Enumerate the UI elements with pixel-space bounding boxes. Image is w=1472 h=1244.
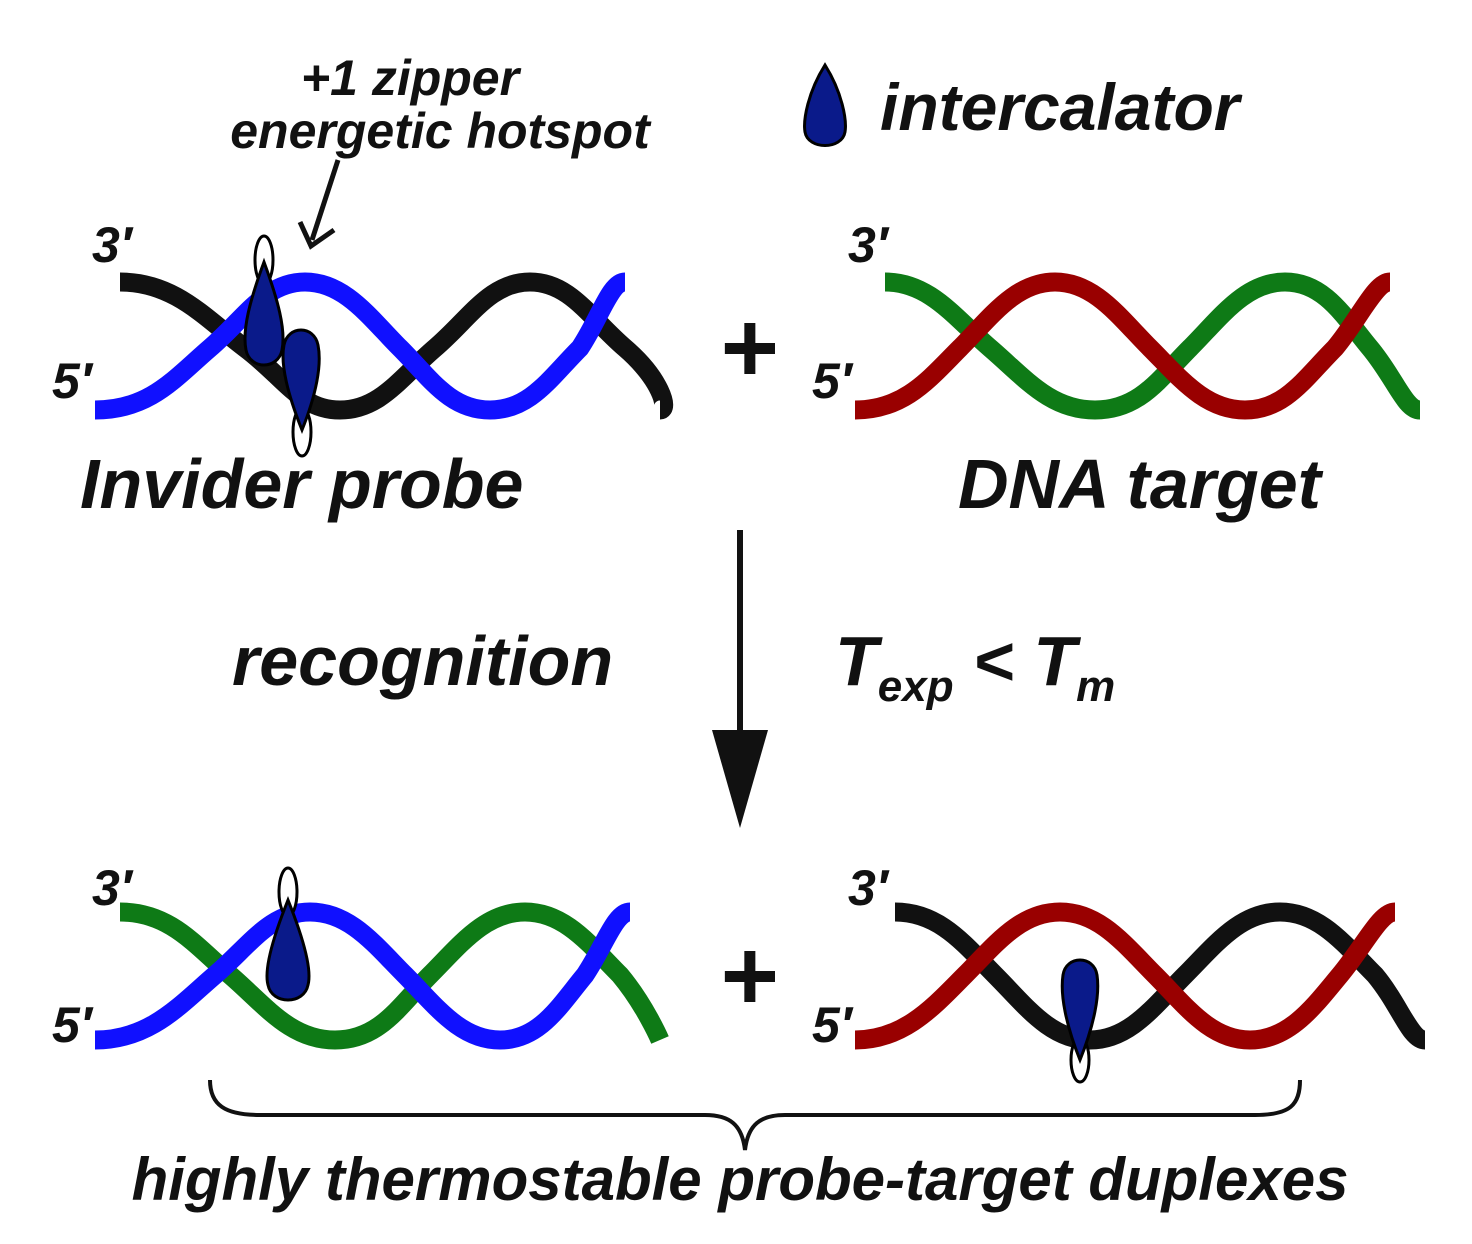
target-strand-green [884, 272, 1422, 420]
invider-probe-duplex: 3′ 5′ Invider probe [52, 217, 674, 523]
bottom-right-strand-red [854, 902, 1397, 1050]
probe-strand-blue [94, 272, 628, 420]
hotspot-label-line1: +1 zipper [301, 50, 522, 106]
bottom-left-strand-blue [94, 902, 633, 1050]
intercalator-icon [1060, 958, 1100, 1065]
dna-target-duplex: 3′ 5′ DNA target [812, 217, 1422, 523]
intercalator-legend-icon [803, 62, 847, 147]
intercalator-icon [281, 328, 321, 435]
target-strand-red [854, 272, 1393, 420]
reaction-arrowhead [712, 730, 768, 828]
hotspot-arrow-shaft [309, 159, 341, 241]
probe-3prime-label: 3′ [92, 217, 134, 273]
target-3prime-label: 3′ [848, 217, 890, 273]
intercalator-icon [265, 895, 311, 1002]
bottom-left-strand-green [119, 902, 669, 1050]
invider-probe-label: Invider probe [80, 445, 523, 523]
dna-target-label: DNA target [958, 445, 1324, 523]
bottom-right-5prime-label: 5′ [812, 997, 854, 1053]
hotspot-label-line2: energetic hotspot [230, 103, 652, 159]
intercalator-legend-label: intercalator [880, 70, 1243, 144]
intercalator-icon [243, 257, 285, 367]
bottom-left-5prime-label: 5′ [52, 997, 94, 1053]
hotspot-arrowhead [297, 220, 336, 250]
plus-sign: + [719, 292, 777, 404]
temperature-condition: Texp < Tm [835, 622, 1115, 711]
bottom-right-3prime-label: 3′ [848, 860, 890, 916]
bottom-left-duplex: 3′ 5′ [52, 860, 669, 1053]
probe-5prime-label: 5′ [52, 353, 94, 409]
probe-strand-black [119, 272, 674, 420]
grouping-brace [208, 1079, 1302, 1151]
bottom-right-duplex: 3′ 5′ [812, 860, 1428, 1084]
recognition-label: recognition [232, 622, 613, 700]
target-5prime-label: 5′ [812, 353, 854, 409]
bottom-right-strand-black [894, 902, 1428, 1050]
plus-sign: + [719, 920, 777, 1032]
duplexes-caption: highly thermostable probe-target duplexe… [132, 1146, 1349, 1213]
